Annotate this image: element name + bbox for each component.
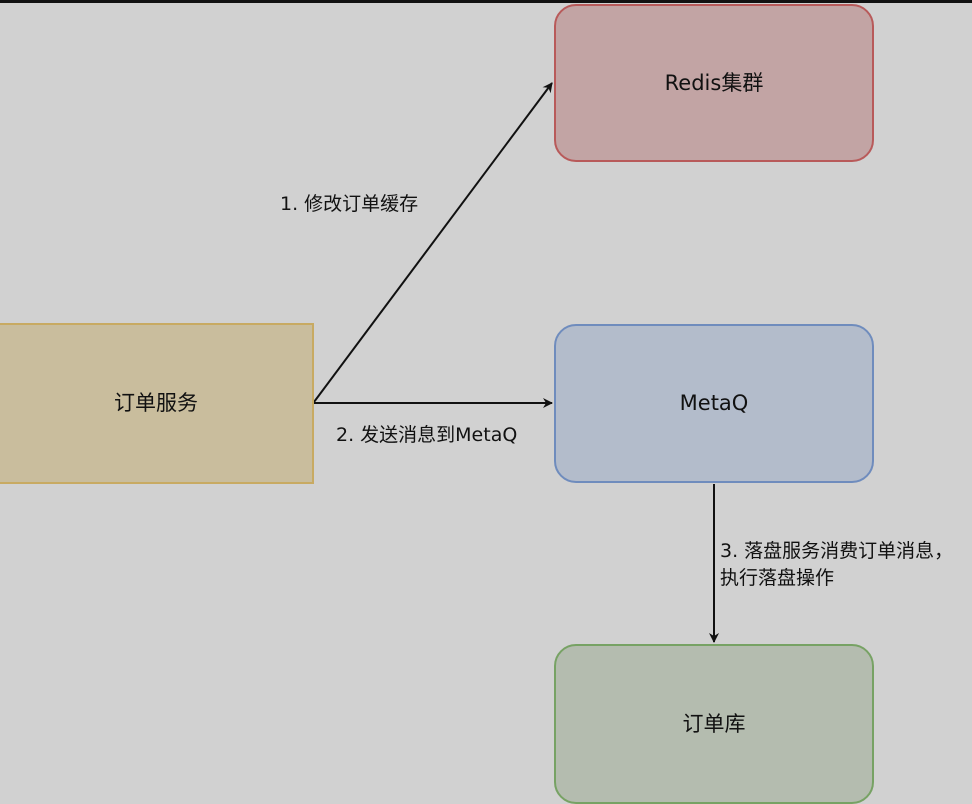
metaq-node: MetaQ bbox=[554, 324, 874, 483]
edge-label-modify-order-cache: 1. 修改订单缓存 bbox=[280, 193, 419, 215]
top-border bbox=[0, 0, 972, 3]
redis-cluster-node: Redis集群 bbox=[554, 4, 874, 162]
order-db-node: 订单库 bbox=[554, 644, 874, 804]
edge-label-persist-order-message: 3. 落盘服务消费订单消息，执行落盘操作 bbox=[720, 540, 954, 589]
order-service-label: 订单服务 bbox=[114, 391, 198, 415]
arrow-order-service-to-redis bbox=[313, 82, 553, 403]
metaq-label: MetaQ bbox=[679, 391, 749, 415]
order-service-node: 订单服务 bbox=[0, 323, 314, 484]
order-db-label: 订单库 bbox=[682, 711, 746, 736]
redis-cluster-label: Redis集群 bbox=[664, 70, 764, 95]
edge-label-send-message-to-metaq: 2. 发送消息到MetaQ bbox=[336, 424, 518, 446]
